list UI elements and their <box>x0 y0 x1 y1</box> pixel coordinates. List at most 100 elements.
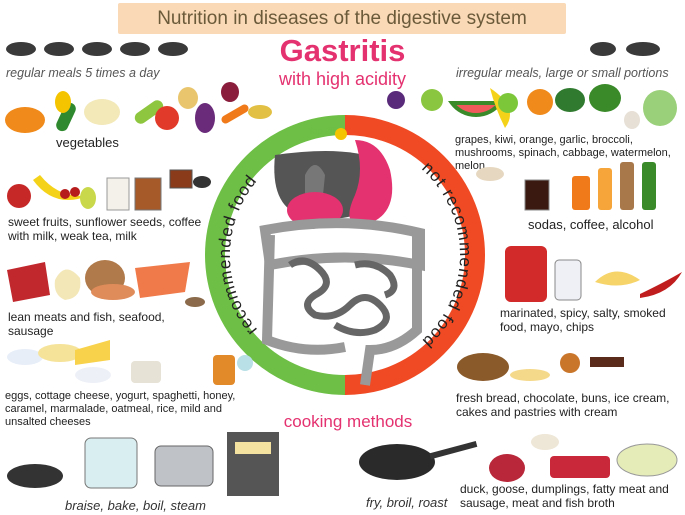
irregular-meals-plates <box>590 42 660 56</box>
pepper-icon <box>55 91 71 113</box>
fatty-food-label: duck, goose, dumplings, fatty meat and s… <box>460 482 669 510</box>
onion-icon <box>178 87 198 109</box>
lean-meats-label: lean meats and fish, seafood, sausage <box>8 310 165 338</box>
dairy-illustration <box>7 340 253 385</box>
baking-tray-icon <box>235 442 271 454</box>
good-cooking-label: braise, bake, boil, steam <box>65 498 206 513</box>
coffee-cup-icon <box>169 169 193 189</box>
banner-text: Nutrition in diseases of the digestive s… <box>157 7 527 29</box>
top20-badge-text: Top 20 <box>308 126 335 136</box>
ham-icon <box>91 284 135 300</box>
irregular-meals-label: irregular meals, large or small portions <box>456 66 669 80</box>
salmon-icon <box>135 262 190 298</box>
cake-icon <box>510 369 550 381</box>
beet-icon <box>221 82 239 102</box>
wok-icon <box>359 444 435 480</box>
cheese-icon <box>75 340 110 365</box>
bun-icon <box>560 353 580 373</box>
carrot-icon <box>221 104 249 124</box>
cauliflower-icon <box>84 99 120 125</box>
honey-jar-icon <box>213 355 235 385</box>
plate-icon <box>158 42 188 56</box>
bakery-label: fresh bread, chocolate, buns, ice cream,… <box>456 391 670 419</box>
steamer-icon <box>84 437 138 489</box>
grapes-icon <box>387 91 405 109</box>
bread-icon <box>457 353 509 381</box>
chocolate-icon <box>590 357 624 367</box>
pan-handle-icon <box>429 440 478 460</box>
broth-bowl-icon <box>616 443 678 477</box>
plate-icon <box>120 42 150 56</box>
potato-icon <box>248 105 272 119</box>
pumpkin-icon <box>5 107 45 133</box>
plate-icon <box>44 42 74 56</box>
meat-icon <box>7 262 50 302</box>
mushroom-icon <box>476 167 504 181</box>
pot-icon <box>154 445 214 487</box>
plate-icon <box>626 42 660 56</box>
cooking-methods-title: cooking methods <box>283 412 413 431</box>
acidic-fruits-label: grapes, kiwi, orange, garlic, broccoli, … <box>455 134 671 172</box>
fatty-meat-icon <box>550 456 610 478</box>
chips-icon <box>595 271 640 286</box>
cottage-cheese-icon <box>75 367 111 383</box>
chili-icon <box>640 272 682 298</box>
cherry-icon <box>60 189 70 199</box>
bakery-illustration <box>457 353 624 381</box>
plate-icon <box>590 42 616 56</box>
food-ring: recommended food not recommended food To… <box>205 115 485 395</box>
cabbage-icon <box>643 90 677 126</box>
kiwi-icon <box>421 89 443 111</box>
vegetables-illustration <box>5 82 272 133</box>
lean-meats-illustration <box>7 260 205 307</box>
cucumber-icon <box>56 102 76 132</box>
egg-plate-icon <box>7 349 43 365</box>
frying-pan-icon <box>7 464 63 488</box>
juice-bottle-icon <box>598 168 612 210</box>
mayo-jar-icon <box>554 259 582 301</box>
dairy-label: eggs, cottage cheese, yogurt, spaghetti,… <box>5 390 236 428</box>
zucchini-icon <box>134 100 164 124</box>
tomato-icon <box>155 106 179 130</box>
spaghetti-icon <box>38 344 82 362</box>
pear-icon <box>80 187 96 209</box>
sodas-illustration <box>476 162 656 211</box>
chicken-icon <box>54 269 81 300</box>
top20-badge: Top 20 <box>308 126 347 140</box>
soda-can-icon <box>572 176 590 210</box>
spinach-icon <box>555 88 585 112</box>
plate-icon <box>82 42 112 56</box>
seeds-icon <box>193 176 211 188</box>
pickled-food-label: marinated, spicy, salty, smoked food, ma… <box>500 306 666 334</box>
pickle-jar-icon <box>505 246 547 302</box>
sweet-fruits-label: sweet fruits, sunflower seeds, coffee wi… <box>8 215 202 243</box>
apple-icon <box>7 184 31 208</box>
bad-cooking-label: fry, broil, roast <box>366 495 448 510</box>
wine-bottle-icon <box>620 162 634 210</box>
bad-cooking-illustration <box>359 434 678 482</box>
fatty-sausage-icon <box>489 454 525 482</box>
header-banner: Nutrition in diseases of the digestive s… <box>118 3 566 34</box>
milk-glass-icon <box>106 177 130 211</box>
plate-icon <box>6 42 36 56</box>
sweet-fruits-illustration <box>7 169 211 211</box>
watermelon-icon <box>447 101 505 117</box>
vegetables-label: vegetables <box>56 135 119 150</box>
seafood-icon <box>185 297 205 307</box>
oven-icon <box>227 432 279 496</box>
dumplings-icon <box>531 434 559 450</box>
acidic-fruits-illustration <box>387 84 677 129</box>
banana-icon <box>33 175 90 200</box>
tea-glass-icon <box>134 177 162 211</box>
eggplant-icon <box>195 103 215 133</box>
page-title: Gastritis <box>279 33 406 68</box>
yogurt-icon <box>131 361 161 383</box>
digestive-system-icon <box>259 140 425 386</box>
cherry-icon <box>70 187 80 197</box>
green-apple-icon <box>498 93 518 113</box>
beer-bottle-icon <box>642 162 656 210</box>
garlic-icon <box>624 111 640 129</box>
pickled-food-illustration <box>505 246 682 302</box>
regular-meals-label: regular meals 5 times a day <box>6 66 160 80</box>
sodas-label: sodas, coffee, alcohol <box>528 217 654 232</box>
